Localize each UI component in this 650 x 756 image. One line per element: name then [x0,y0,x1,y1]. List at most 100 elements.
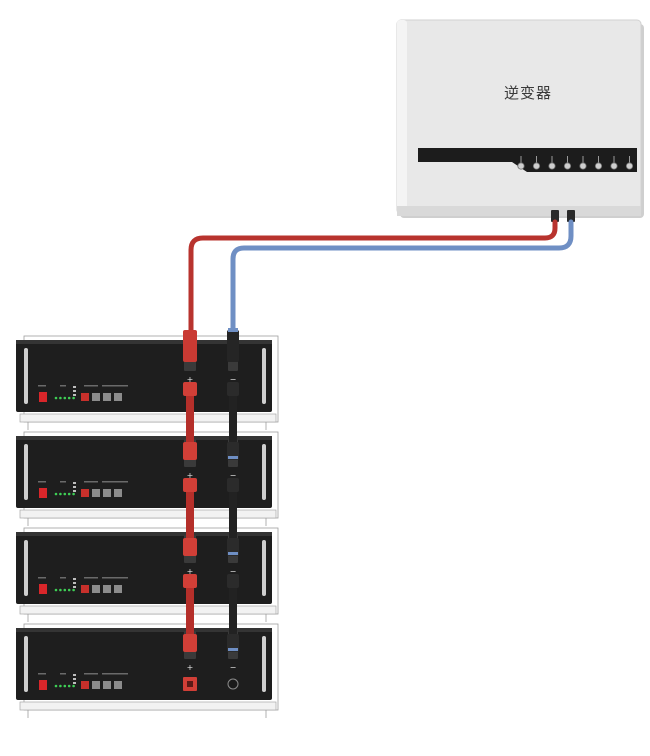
negative-jumper-plug [227,478,239,492]
rack-rail [19,413,277,423]
comm-port [114,489,122,497]
status-led [67,396,71,400]
negative-jumper-plug [227,634,239,652]
handle-right [262,540,266,596]
handle-right [262,444,266,500]
dip-switch [81,393,89,401]
status-led [72,492,75,496]
panel-print [84,673,98,675]
positive-jumper [186,480,194,554]
panel-print [102,481,128,483]
comm-port [103,681,111,689]
comm-port [103,393,111,401]
status-led [59,588,62,592]
inverter-left-edge [397,20,407,214]
comm-port [114,585,122,593]
dip-switch [81,681,89,689]
negative-jumper-plug [227,442,239,460]
inverter-label: 逆变器 [503,84,552,102]
module-front-panel [16,532,272,604]
panel-print [38,577,46,579]
status-led [54,492,58,496]
comm-port [114,393,122,401]
panel-print [38,481,46,483]
rack-rail [19,701,277,711]
status-led [67,588,71,592]
panel-print [84,481,98,483]
positive-terminal-symbol: + [187,375,194,384]
panel-print [84,385,98,387]
power-switch [39,680,47,690]
positive-plug [183,330,197,362]
power-switch [39,392,47,402]
negative-jumper-plug [227,538,239,556]
module-front-panel [16,628,272,700]
positive-jumper [186,576,194,650]
status-led [67,684,71,688]
battery-module: +− [16,335,279,430]
comm-port [114,681,122,689]
dip-switch [81,585,89,593]
negative-plug [227,330,239,362]
module-front-panel [16,436,272,508]
panel-print [102,673,128,675]
panel-print [60,577,66,579]
negative-terminal-symbol: − [230,663,237,672]
power-switch [39,488,47,498]
inverter-port [610,162,618,170]
inverter-body [396,19,642,215]
indicator-mark [73,586,76,588]
indicator-mark [73,490,76,492]
positive-terminal-symbol: + [187,663,194,672]
inverter-port [517,162,525,170]
status-led [54,396,58,400]
positive-jumper-plug [183,538,197,556]
status-led [59,396,62,400]
panel-print [102,385,128,387]
status-led [54,588,58,592]
panel-print [38,385,46,387]
indicator-mark [73,486,76,488]
indicator-mark [73,390,76,392]
handle-left [24,540,28,596]
inverter-port [532,162,541,170]
inverter-bottom-face [397,206,641,216]
cable-gland-positive [551,210,559,222]
status-led [72,396,75,400]
positive-jumper-plug [183,634,197,652]
panel-print [60,385,66,387]
positive-jumper-plug [183,478,197,492]
status-led [63,684,67,688]
module-top-edge [16,340,272,344]
handle-right [262,636,266,692]
positive-jumper-plug [183,574,197,588]
status-led [59,492,62,496]
positive-terminal-hole [187,681,193,687]
comm-port [103,489,111,497]
battery-module: +− [16,527,279,622]
handle-left [24,348,28,404]
negative-terminal-symbol: − [230,567,237,576]
power-switch [39,584,47,594]
status-led [72,684,75,688]
negative-jumper-collar [228,648,238,651]
negative-jumper-plug [227,574,239,588]
negative-plug-collar [228,328,238,332]
status-led [72,588,75,592]
rack-rail [19,605,277,615]
dip-switch [81,489,89,497]
indicator-mark [73,482,76,484]
comm-port [103,585,111,593]
negative-terminal-open [227,678,239,690]
positive-jumper-plug [183,382,197,396]
negative-cable [230,219,574,335]
comm-port [92,489,100,497]
positive-terminal-symbol: + [187,567,194,576]
indicator-mark [73,386,76,388]
indicator-mark [73,674,76,676]
indicator-mark [73,394,76,396]
inverter-port [548,162,556,170]
inverter-port [579,162,587,170]
status-led [63,396,67,400]
